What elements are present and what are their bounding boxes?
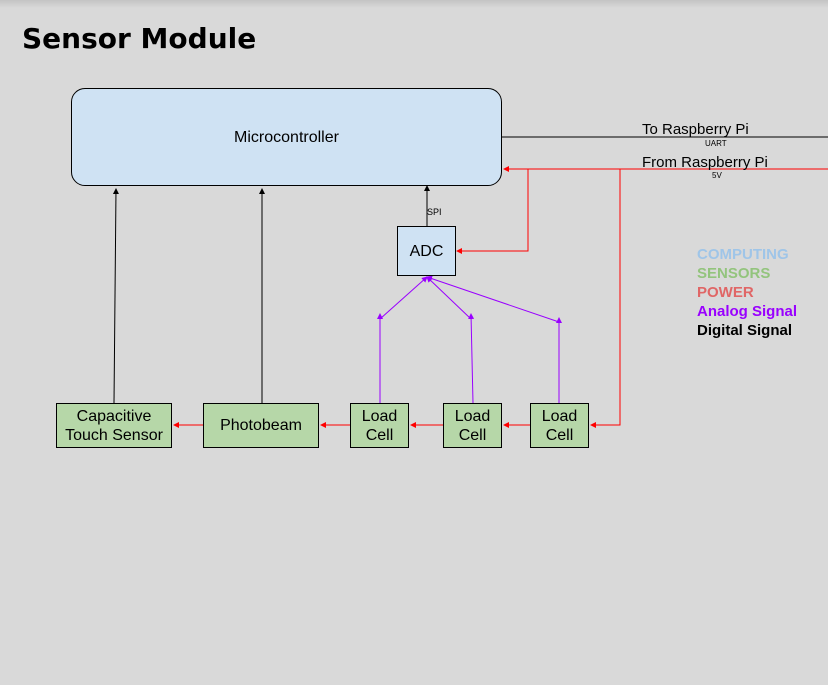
legend: COMPUTING SENSORS POWER Analog Signal Di…: [697, 245, 797, 340]
adc-block: ADC: [397, 226, 456, 276]
uart-label: UART: [705, 139, 727, 148]
load-cell-label: Load Cell: [361, 407, 398, 444]
microcontroller-label: Microcontroller: [234, 128, 339, 146]
load-cell-block: Load Cell: [350, 403, 409, 448]
power-to-adc-line: [456, 169, 529, 254]
legend-power: POWER: [697, 284, 754, 301]
load-cell-label: Load Cell: [541, 407, 578, 444]
legend-sensors: SENSORS: [697, 265, 771, 282]
spi-label: SPI: [427, 207, 442, 217]
lc3-to-adc: [426, 275, 560, 323]
legend-digital-signal: Digital Signal: [697, 322, 793, 339]
power-to-lc3-line: [590, 169, 621, 428]
legend-computing: COMPUTING: [697, 246, 789, 263]
legend-analog-signal: Analog Signal: [697, 303, 798, 320]
lc1-to-adc: [379, 276, 428, 320]
load-cell-block: Load Cell: [443, 403, 502, 448]
diagram-title: Sensor Module: [22, 22, 257, 55]
top-shade: [0, 0, 828, 8]
lc2-to-adc: [426, 276, 472, 320]
capacitive-touch-sensor-label: Capacitive Touch Sensor: [65, 407, 163, 444]
to-raspberry-pi-label: To Raspberry Pi: [642, 121, 749, 138]
photobeam-block: Photobeam: [203, 403, 319, 448]
from-raspberry-pi-label: From Raspberry Pi: [642, 154, 768, 171]
five-volt-label: 5V: [712, 171, 722, 180]
microcontroller-block: Microcontroller: [71, 88, 502, 186]
adc-label: ADC: [409, 242, 444, 260]
cap-to-mcu-arrow: [112, 188, 119, 404]
capacitive-touch-sensor-block: Capacitive Touch Sensor: [56, 403, 172, 448]
photobeam-label: Photobeam: [220, 417, 302, 434]
lc2-vertical: [468, 313, 475, 404]
load-cell-label: Load Cell: [454, 407, 491, 444]
load-cell-block: Load Cell: [530, 403, 589, 448]
